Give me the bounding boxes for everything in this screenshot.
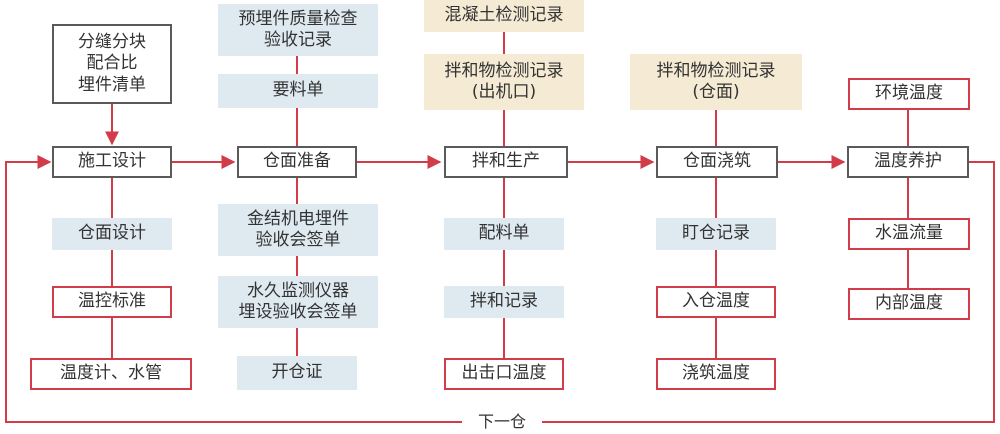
block-pouring-box: 仓面浇筑 xyxy=(656,146,778,178)
next-block-label: 下一仓 xyxy=(462,410,542,434)
input-mix-box: 分缝分块 配合比 埋件清单 xyxy=(52,24,172,104)
temp-control-std-box: 温控标准 xyxy=(52,286,172,318)
thermometer-pipe-box: 温度计、水管 xyxy=(30,358,192,390)
watch-record-box: 盯仓记录 xyxy=(656,218,776,250)
open-permit-box: 开仓证 xyxy=(237,356,357,390)
mix-block-record-box: 拌和物检测记录 (仓面) xyxy=(630,54,802,110)
curing-box: 温度养护 xyxy=(847,146,969,178)
mix-production-box: 拌和生产 xyxy=(444,146,568,178)
entry-temp-box: 入仓温度 xyxy=(656,286,776,318)
mix-record-box: 拌和记录 xyxy=(444,286,564,318)
outlet-temp-box: 出击口温度 xyxy=(444,358,564,390)
water-temp-flow-box: 水温流量 xyxy=(848,218,970,250)
internal-temp-box: 内部温度 xyxy=(848,288,970,320)
mix-outlet-record-box: 拌和物检测记录 (出机口) xyxy=(424,54,584,110)
instrument-embed-box: 水久监测仪器 埋设验收会签单 xyxy=(218,276,378,328)
batch-sheet-box: 配料单 xyxy=(444,218,564,250)
block-design-box: 仓面设计 xyxy=(52,218,172,250)
material-request-box: 要料单 xyxy=(218,74,378,108)
metal-embed-box: 金结机电埋件 验收会签单 xyxy=(218,204,378,256)
block-prep-box: 仓面准备 xyxy=(237,146,357,178)
embed-quality-box: 预埋件质量检查 验收记录 xyxy=(218,4,378,56)
concrete-record-box: 混凝土检测记录 xyxy=(424,0,584,32)
ambient-temp-box: 环境温度 xyxy=(848,78,970,110)
construction-design-box: 施工设计 xyxy=(52,146,172,178)
pour-temp-box: 浇筑温度 xyxy=(656,358,776,390)
